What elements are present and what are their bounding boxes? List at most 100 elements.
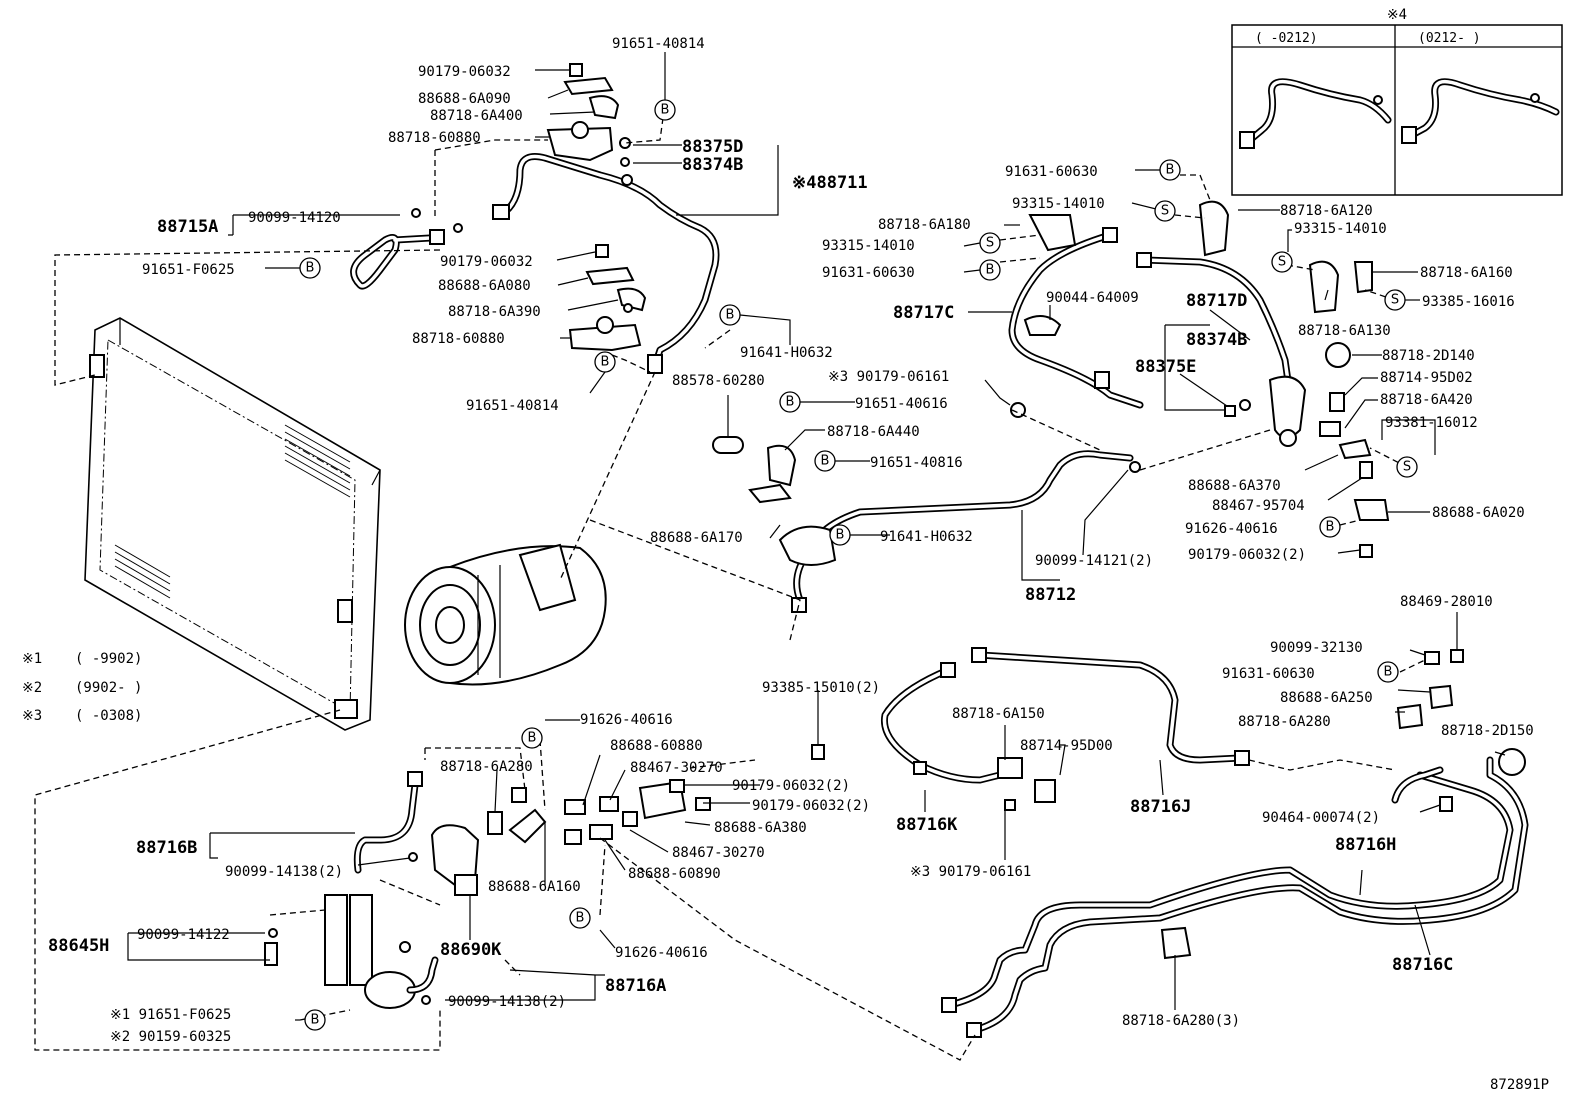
- part-label: 88718-6A120: [1280, 203, 1373, 219]
- svg-text:B: B: [528, 731, 537, 746]
- note-3-mark: ※3: [22, 708, 42, 724]
- b-symbol: [521, 727, 543, 749]
- svg-text:S: S: [1403, 460, 1411, 475]
- part-label: 88717C: [893, 303, 954, 323]
- part-label: 90179-06032: [440, 254, 533, 270]
- notes-legend: ※1 ( -9902) ※2 (9902- ) ※3 ( -0308): [22, 651, 142, 724]
- svg-text:B: B: [726, 308, 735, 323]
- part-label: 93315-14010: [1012, 196, 1105, 212]
- part-label: ※2 90159-60325: [110, 1029, 231, 1045]
- svg-text:S: S: [986, 236, 994, 251]
- inset-mark: ※4: [1387, 7, 1407, 23]
- part-label: 88467-30270: [672, 845, 765, 861]
- part-label: 88375D: [682, 137, 743, 157]
- b-symbol: [304, 1009, 326, 1031]
- part-labels: 91651-40814 90179-06032 88688-6A090 8871…: [48, 36, 1534, 1045]
- part-label: 90099-32130: [1270, 640, 1363, 656]
- part-label: 90099-14120: [248, 210, 341, 226]
- part-label: 90179-06032: [418, 64, 511, 80]
- part-label: 91651-40616: [855, 396, 948, 412]
- part-label: 88718-2D140: [1382, 348, 1475, 364]
- part-label: 88688-6A090: [418, 91, 511, 107]
- part-label: 88374B: [682, 155, 743, 175]
- part-label: 90099-14138(2): [448, 994, 566, 1010]
- b-symbol: [569, 907, 591, 929]
- note-1-range: ( -9902): [75, 651, 142, 667]
- part-label: 88688-6A020: [1432, 505, 1525, 521]
- part-label: 88716A: [605, 976, 666, 996]
- b-symbol: [594, 351, 616, 373]
- b-symbol: [299, 257, 321, 279]
- part-label: 91631-60630: [1222, 666, 1315, 682]
- part-label: 88716C: [1392, 955, 1453, 975]
- part-label: 88690K: [440, 940, 502, 960]
- part-label: ※3 90179-06161: [828, 369, 949, 385]
- small-parts: [264, 63, 1464, 1005]
- part-label: 91626-40616: [580, 712, 673, 728]
- part-label: 88716B: [136, 838, 197, 858]
- svg-text:B: B: [306, 261, 315, 276]
- inset-right-header: (0212- ): [1418, 31, 1481, 46]
- part-label: 88718-6A130: [1298, 323, 1391, 339]
- part-label: 88712: [1025, 585, 1076, 605]
- svg-text:B: B: [1326, 520, 1335, 535]
- part-label: 88716K: [896, 815, 958, 835]
- part-label: ※1 91651-F0625: [110, 1007, 231, 1023]
- part-label: 88718-6A400: [430, 108, 523, 124]
- part-label: 88715A: [157, 217, 218, 237]
- part-label: 88578-60280: [672, 373, 765, 389]
- part-label: 88688-60880: [610, 738, 703, 754]
- part-label: 88467-30270: [630, 760, 723, 776]
- part-label: 88718-60880: [388, 130, 481, 146]
- part-label: 91631-60630: [1005, 164, 1098, 180]
- part-label: 88718-2D150: [1441, 723, 1534, 739]
- svg-text:S: S: [1278, 255, 1286, 270]
- svg-text:B: B: [661, 103, 670, 118]
- svg-text:B: B: [311, 1013, 320, 1028]
- part-label: 88688-60890: [628, 866, 721, 882]
- part-label: 88718-6A180: [878, 217, 971, 233]
- note-2-mark: ※2: [22, 680, 42, 696]
- part-label: 88718-6A280: [1238, 714, 1331, 730]
- part-label: 90179-06032(2): [732, 778, 850, 794]
- part-label: 88718-6A150: [952, 706, 1045, 722]
- pipes: [324, 153, 1529, 1038]
- part-label: 88688-6A170: [650, 530, 743, 546]
- svg-text:S: S: [1391, 293, 1399, 308]
- part-label: 91641-H0632: [740, 345, 833, 361]
- b-symbol: [1377, 661, 1399, 683]
- svg-text:B: B: [576, 911, 585, 926]
- svg-text:B: B: [1166, 163, 1175, 178]
- part-label: 88374B: [1186, 330, 1247, 350]
- part-label: 90179-06032(2): [1188, 547, 1306, 563]
- part-label: 90099-14122: [137, 927, 230, 943]
- b-symbol: [1319, 516, 1341, 538]
- part-label: 93315-14010: [822, 238, 915, 254]
- part-label: ※488711: [792, 173, 868, 193]
- bolt-symbols: B B B B B B B B S S B S S S B B B B B: [299, 99, 1418, 1031]
- inset-box: ※4 ( -0212) (0212- ): [1231, 7, 1563, 196]
- part-label: 90099-14138(2): [225, 864, 343, 880]
- part-label: 88718-6A420: [1380, 392, 1473, 408]
- part-label: 90044-64009: [1046, 290, 1139, 306]
- part-label: 88688-6A380: [714, 820, 807, 836]
- part-label: 88688-6A080: [438, 278, 531, 294]
- s-symbol: [1154, 200, 1176, 222]
- svg-text:B: B: [601, 355, 610, 370]
- svg-text:B: B: [786, 395, 795, 410]
- part-label: 90099-14121(2): [1035, 553, 1153, 569]
- part-label: ※3 90179-06161: [910, 864, 1031, 880]
- s-symbol: [1384, 289, 1406, 311]
- note-2-range: (9902- ): [75, 680, 142, 696]
- svg-text:B: B: [821, 454, 830, 469]
- b-symbol: [979, 259, 1001, 281]
- part-label: 91651-40814: [612, 36, 705, 52]
- part-label: 88714-95D02: [1380, 370, 1473, 386]
- note-1-mark: ※1: [22, 651, 42, 667]
- condenser: [84, 317, 381, 731]
- part-label: 91631-60630: [822, 265, 915, 281]
- s-symbol: [979, 232, 1001, 254]
- part-label: 88467-95704: [1212, 498, 1305, 514]
- part-label: 88688-6A160: [488, 879, 581, 895]
- part-label: 88375E: [1135, 357, 1196, 377]
